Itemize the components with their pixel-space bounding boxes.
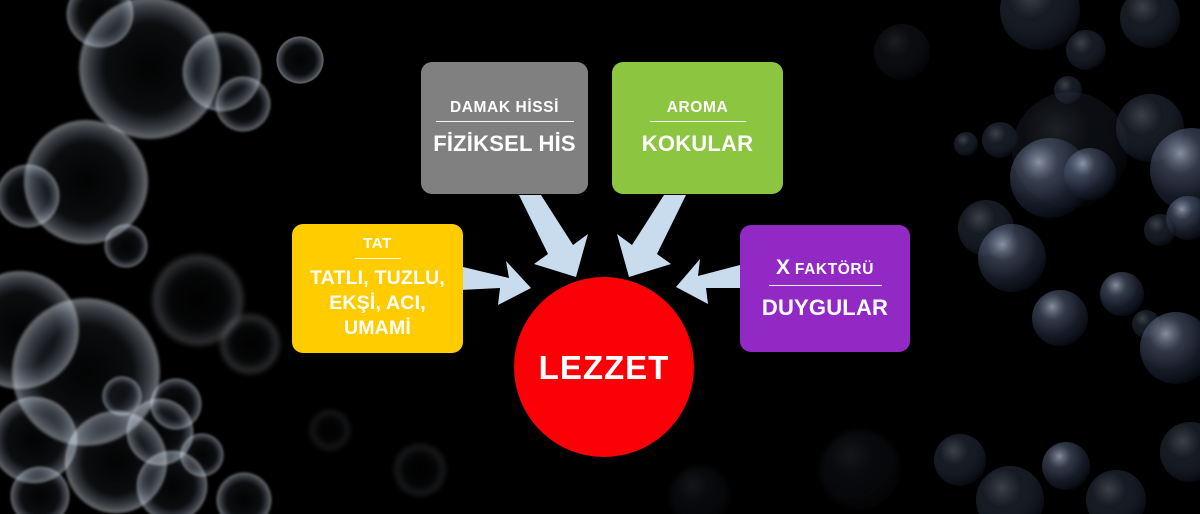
- arrow-damak-to-lezzet: [519, 195, 588, 277]
- arrow-aroma-to-lezzet: [617, 195, 686, 277]
- node-damak-hissi-divider: [435, 121, 574, 123]
- node-aroma-title: KOKULAR: [641, 131, 754, 157]
- node-tat-divider: [354, 257, 401, 259]
- node-damak-hissi-title: FİZİKSEL HİS: [433, 131, 576, 157]
- node-damak-hissi-kicker: DAMAK HİSSİ: [449, 99, 560, 116]
- arrow-tat-to-lezzet: [460, 261, 531, 305]
- center-node-lezzet[interactable]: LEZZET: [514, 277, 694, 457]
- node-x-faktoru-title: DUYGULAR: [761, 294, 889, 320]
- node-aroma[interactable]: AROMA KOKULAR: [612, 62, 783, 194]
- node-damak-hissi[interactable]: DAMAK HİSSİ FİZİKSEL HİS: [421, 62, 588, 194]
- node-x-faktoru-kicker-rest: FAKTÖRÜ: [794, 261, 875, 279]
- node-aroma-kicker: AROMA: [666, 99, 729, 116]
- node-x-faktoru[interactable]: X FAKTÖRÜ DUYGULAR: [740, 225, 910, 352]
- center-node-label: LEZZET: [538, 348, 670, 386]
- node-tat-kicker: TAT: [363, 235, 392, 253]
- node-tat[interactable]: TAT TATLI, TUZLU, EKŞİ, ACI, UMAMİ: [292, 224, 463, 353]
- node-x-faktoru-divider: [768, 284, 882, 286]
- node-x-faktoru-kicker: X FAKTÖRÜ: [776, 256, 874, 279]
- node-x-faktoru-kicker-lead: X: [775, 256, 790, 280]
- node-tat-title: TATLI, TUZLU, EKŞİ, ACI, UMAMİ: [309, 266, 446, 339]
- node-aroma-divider: [649, 121, 746, 123]
- arrow-xfaktor-to-lezzet: [676, 259, 743, 304]
